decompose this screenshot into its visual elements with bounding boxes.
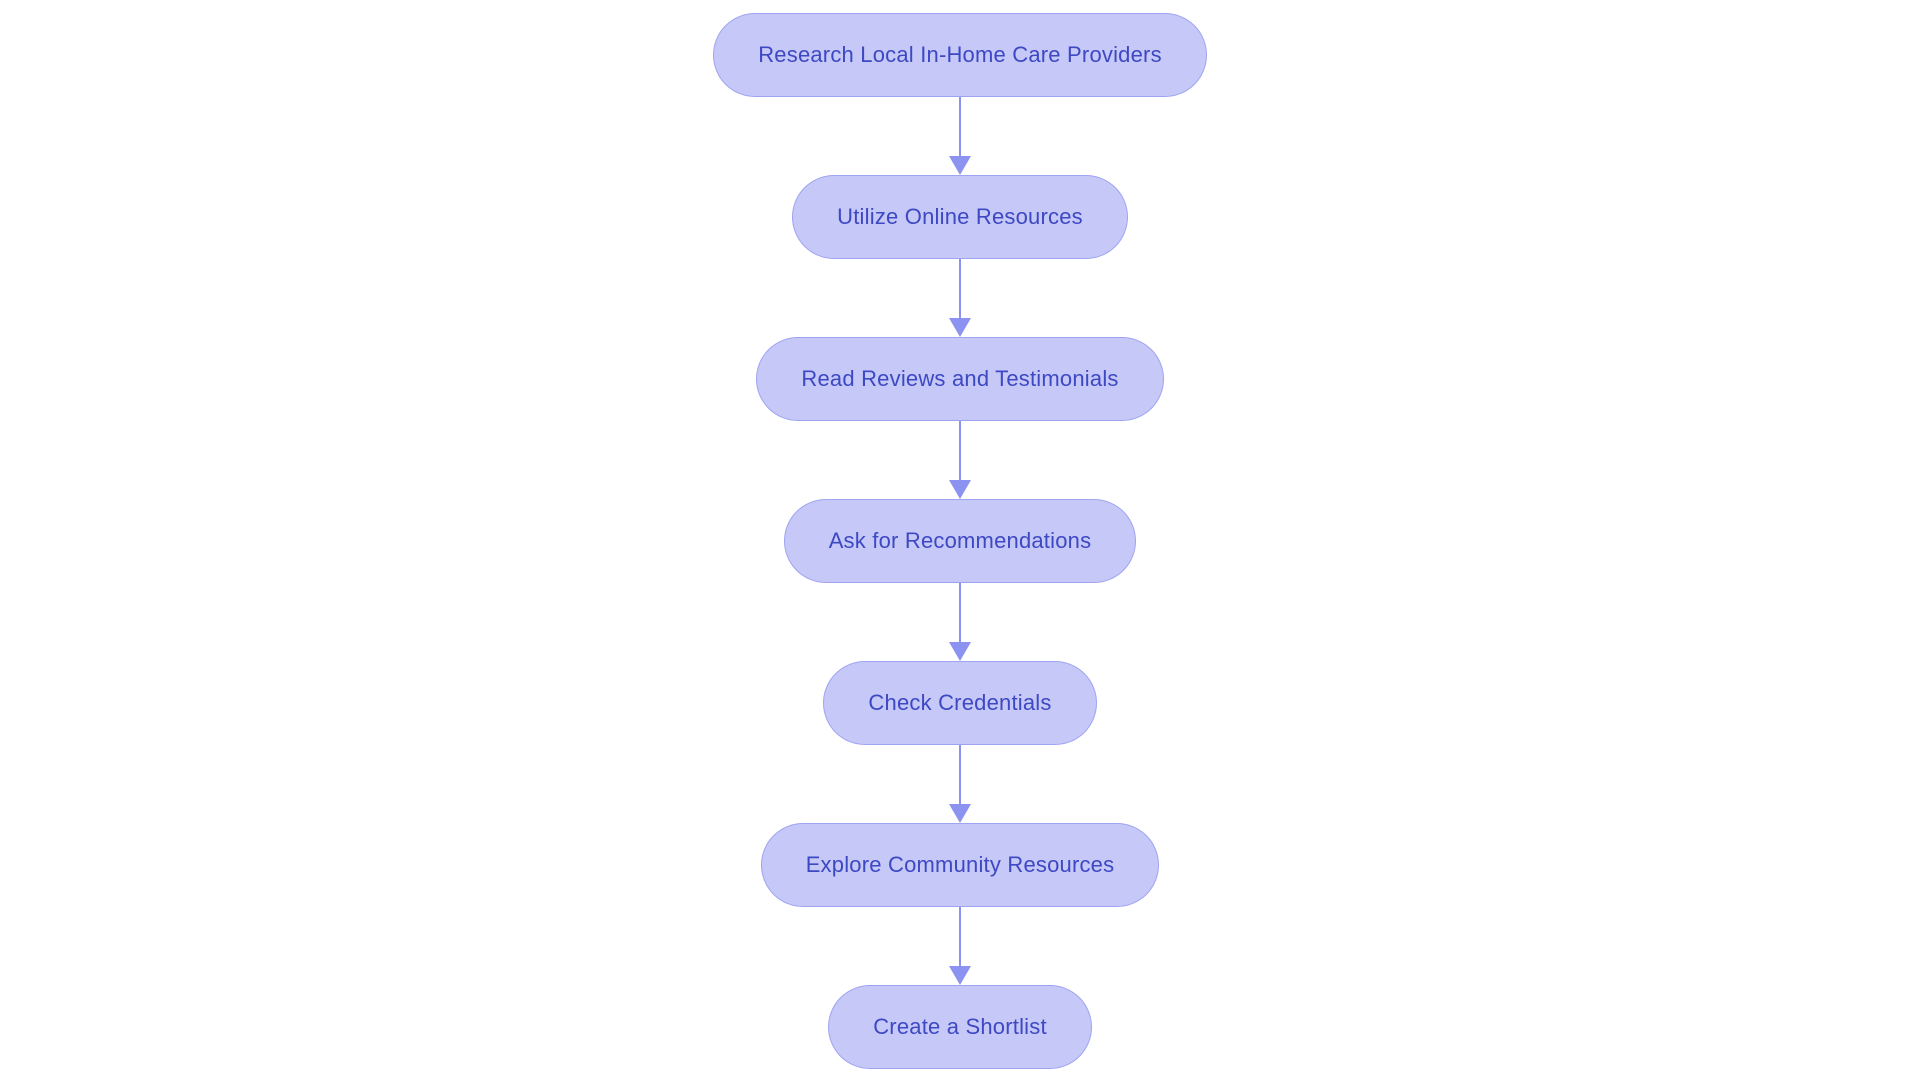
arrow-line <box>959 745 961 805</box>
flow-node-n7: Create a Shortlist <box>828 985 1092 1069</box>
flow-node-label: Research Local In-Home Care Providers <box>758 42 1162 67</box>
arrow-line <box>959 583 961 643</box>
flow-node-label: Utilize Online Resources <box>837 204 1083 229</box>
flow-node-n3: Read Reviews and Testimonials <box>756 337 1164 421</box>
flow-arrow <box>949 259 971 337</box>
flow-node-n6: Explore Community Resources <box>760 823 1160 907</box>
flow-arrow <box>949 745 971 823</box>
arrow-line <box>959 421 961 481</box>
arrowhead-down-icon <box>949 804 971 823</box>
flow-arrow <box>949 97 971 175</box>
flow-node-label: Explore Community Resources <box>805 852 1115 877</box>
flow-node-n1: Research Local In-Home Care Providers <box>713 13 1207 97</box>
flow-node-n2: Utilize Online Resources <box>792 175 1128 259</box>
flow-node-label: Read Reviews and Testimonials <box>801 366 1119 391</box>
flow-node-label: Check Credentials <box>868 690 1052 715</box>
arrowhead-down-icon <box>949 642 971 661</box>
arrowhead-down-icon <box>949 480 971 499</box>
arrow-line <box>959 97 961 157</box>
arrowhead-down-icon <box>949 156 971 175</box>
flow-node-n4: Ask for Recommendations <box>783 499 1137 583</box>
flow-node-n5: Check Credentials <box>823 661 1097 745</box>
flow-node-label: Ask for Recommendations <box>828 528 1092 553</box>
flow-arrow <box>949 421 971 499</box>
arrowhead-down-icon <box>949 966 971 985</box>
arrow-line <box>959 259 961 319</box>
arrowhead-down-icon <box>949 318 971 337</box>
flowchart: Research Local In-Home Care Providers Ut… <box>0 13 1920 1069</box>
flow-arrow <box>949 907 971 985</box>
flow-arrow <box>949 583 971 661</box>
arrow-line <box>959 907 961 967</box>
flow-node-label: Create a Shortlist <box>873 1014 1047 1039</box>
